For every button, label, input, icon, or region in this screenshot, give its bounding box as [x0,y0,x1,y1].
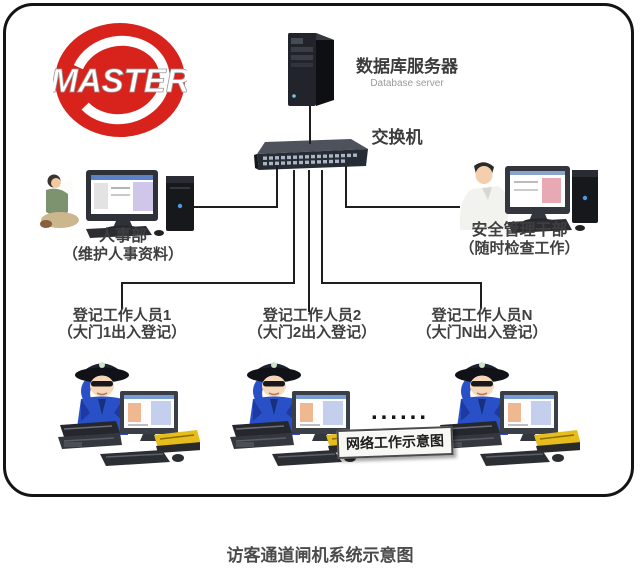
network-tag: 网络工作示意图 [336,425,454,460]
worker2-label: 登记工作人员2 （大门2出入登记） [222,307,402,342]
cable-left-vertical [276,166,278,208]
workerN-label: 登记工作人员N （大门N出入登记） [392,307,572,342]
network-switch-icon [251,139,368,174]
security-subtitle: （随时检查工作） [459,240,580,258]
cable-drop1-horizontal [121,282,295,284]
worker1-title: 登记工作人员1 [72,307,172,324]
ellipsis-dots: ...... [370,398,429,425]
officer1-icon [50,355,200,470]
master-logo-text: MASTER [53,62,187,99]
database-server-icon [282,30,340,108]
workerN-title: 登记工作人员N [431,307,533,324]
security-label: 安全管理干部 （随时检查工作） [422,222,617,258]
database-server-subtitle: Database server [370,78,444,89]
database-server-label: 数据库服务器 Database server [348,52,466,89]
database-server-title: 数据库服务器 [356,57,458,76]
cable-drop3-vertical [321,170,323,284]
diagram-frame [3,3,634,497]
switch-label: 交换机 [371,128,423,147]
cable-server-switch [309,106,311,144]
hr-label: 人事部 （维护人事资料） [28,228,218,264]
worker1-label: 登记工作人员1 （大门1出入登记） [32,307,212,342]
cable-drop2-vertical [308,170,310,312]
cable-right-horizontal [345,206,460,208]
workerN-subtitle: （大门N出入登记） [416,324,548,342]
hr-subtitle: （维护人事资料） [62,246,183,264]
cable-right-vertical [345,166,347,208]
worker1-subtitle: （大门1出入登记） [57,324,187,342]
cable-drop1-tail [121,282,123,309]
worker2-title: 登记工作人员2 [262,307,362,324]
security-title: 安全管理干部 [471,222,568,239]
cable-left-horizontal [192,206,278,208]
cable-drop3-horizontal [321,282,482,284]
cable-drop1-vertical [293,170,295,284]
hr-title: 人事部 [98,228,147,245]
diagram-caption: 访客通道闸机系统示意图 [226,546,414,565]
worker2-subtitle: （大门2出入登记） [247,324,377,342]
cable-drop3-tail [480,282,482,309]
master-logo: MASTER [53,23,187,137]
